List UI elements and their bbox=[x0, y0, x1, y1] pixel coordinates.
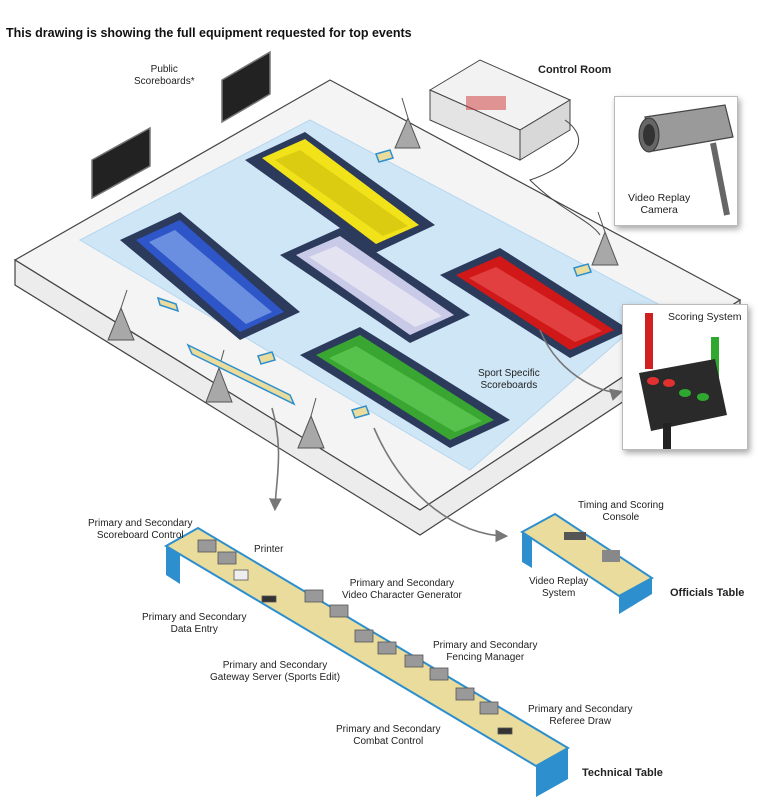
camera-icon bbox=[638, 104, 734, 216]
technical-table-drawing bbox=[164, 526, 570, 797]
printer-label: Printer bbox=[254, 544, 284, 555]
piste-lavender bbox=[280, 228, 470, 343]
field-tables bbox=[156, 149, 592, 419]
technical-table-label: Technical Table bbox=[582, 767, 663, 779]
cable-lines bbox=[529, 119, 601, 236]
scoring-system-inset bbox=[622, 304, 748, 450]
piste-yellow bbox=[245, 132, 435, 253]
officials-table-drawing bbox=[520, 512, 654, 614]
piste-blue bbox=[120, 212, 300, 340]
scoring-device-icon bbox=[639, 313, 727, 449]
officials-table-label: Officials Table bbox=[670, 587, 745, 599]
control-room-box bbox=[428, 59, 572, 161]
page-heading: This drawing is showing the full equipme… bbox=[6, 26, 412, 40]
video-replay-camera-inset bbox=[614, 96, 738, 226]
control-room-label: Control Room bbox=[538, 64, 612, 76]
connector-arrows bbox=[268, 329, 624, 543]
public-scoreboard-screens bbox=[91, 50, 271, 200]
piste-green bbox=[300, 327, 510, 448]
piste-red bbox=[440, 248, 630, 358]
scoring-system-label: Scoring System bbox=[668, 311, 742, 323]
camera-tripods bbox=[107, 97, 619, 449]
